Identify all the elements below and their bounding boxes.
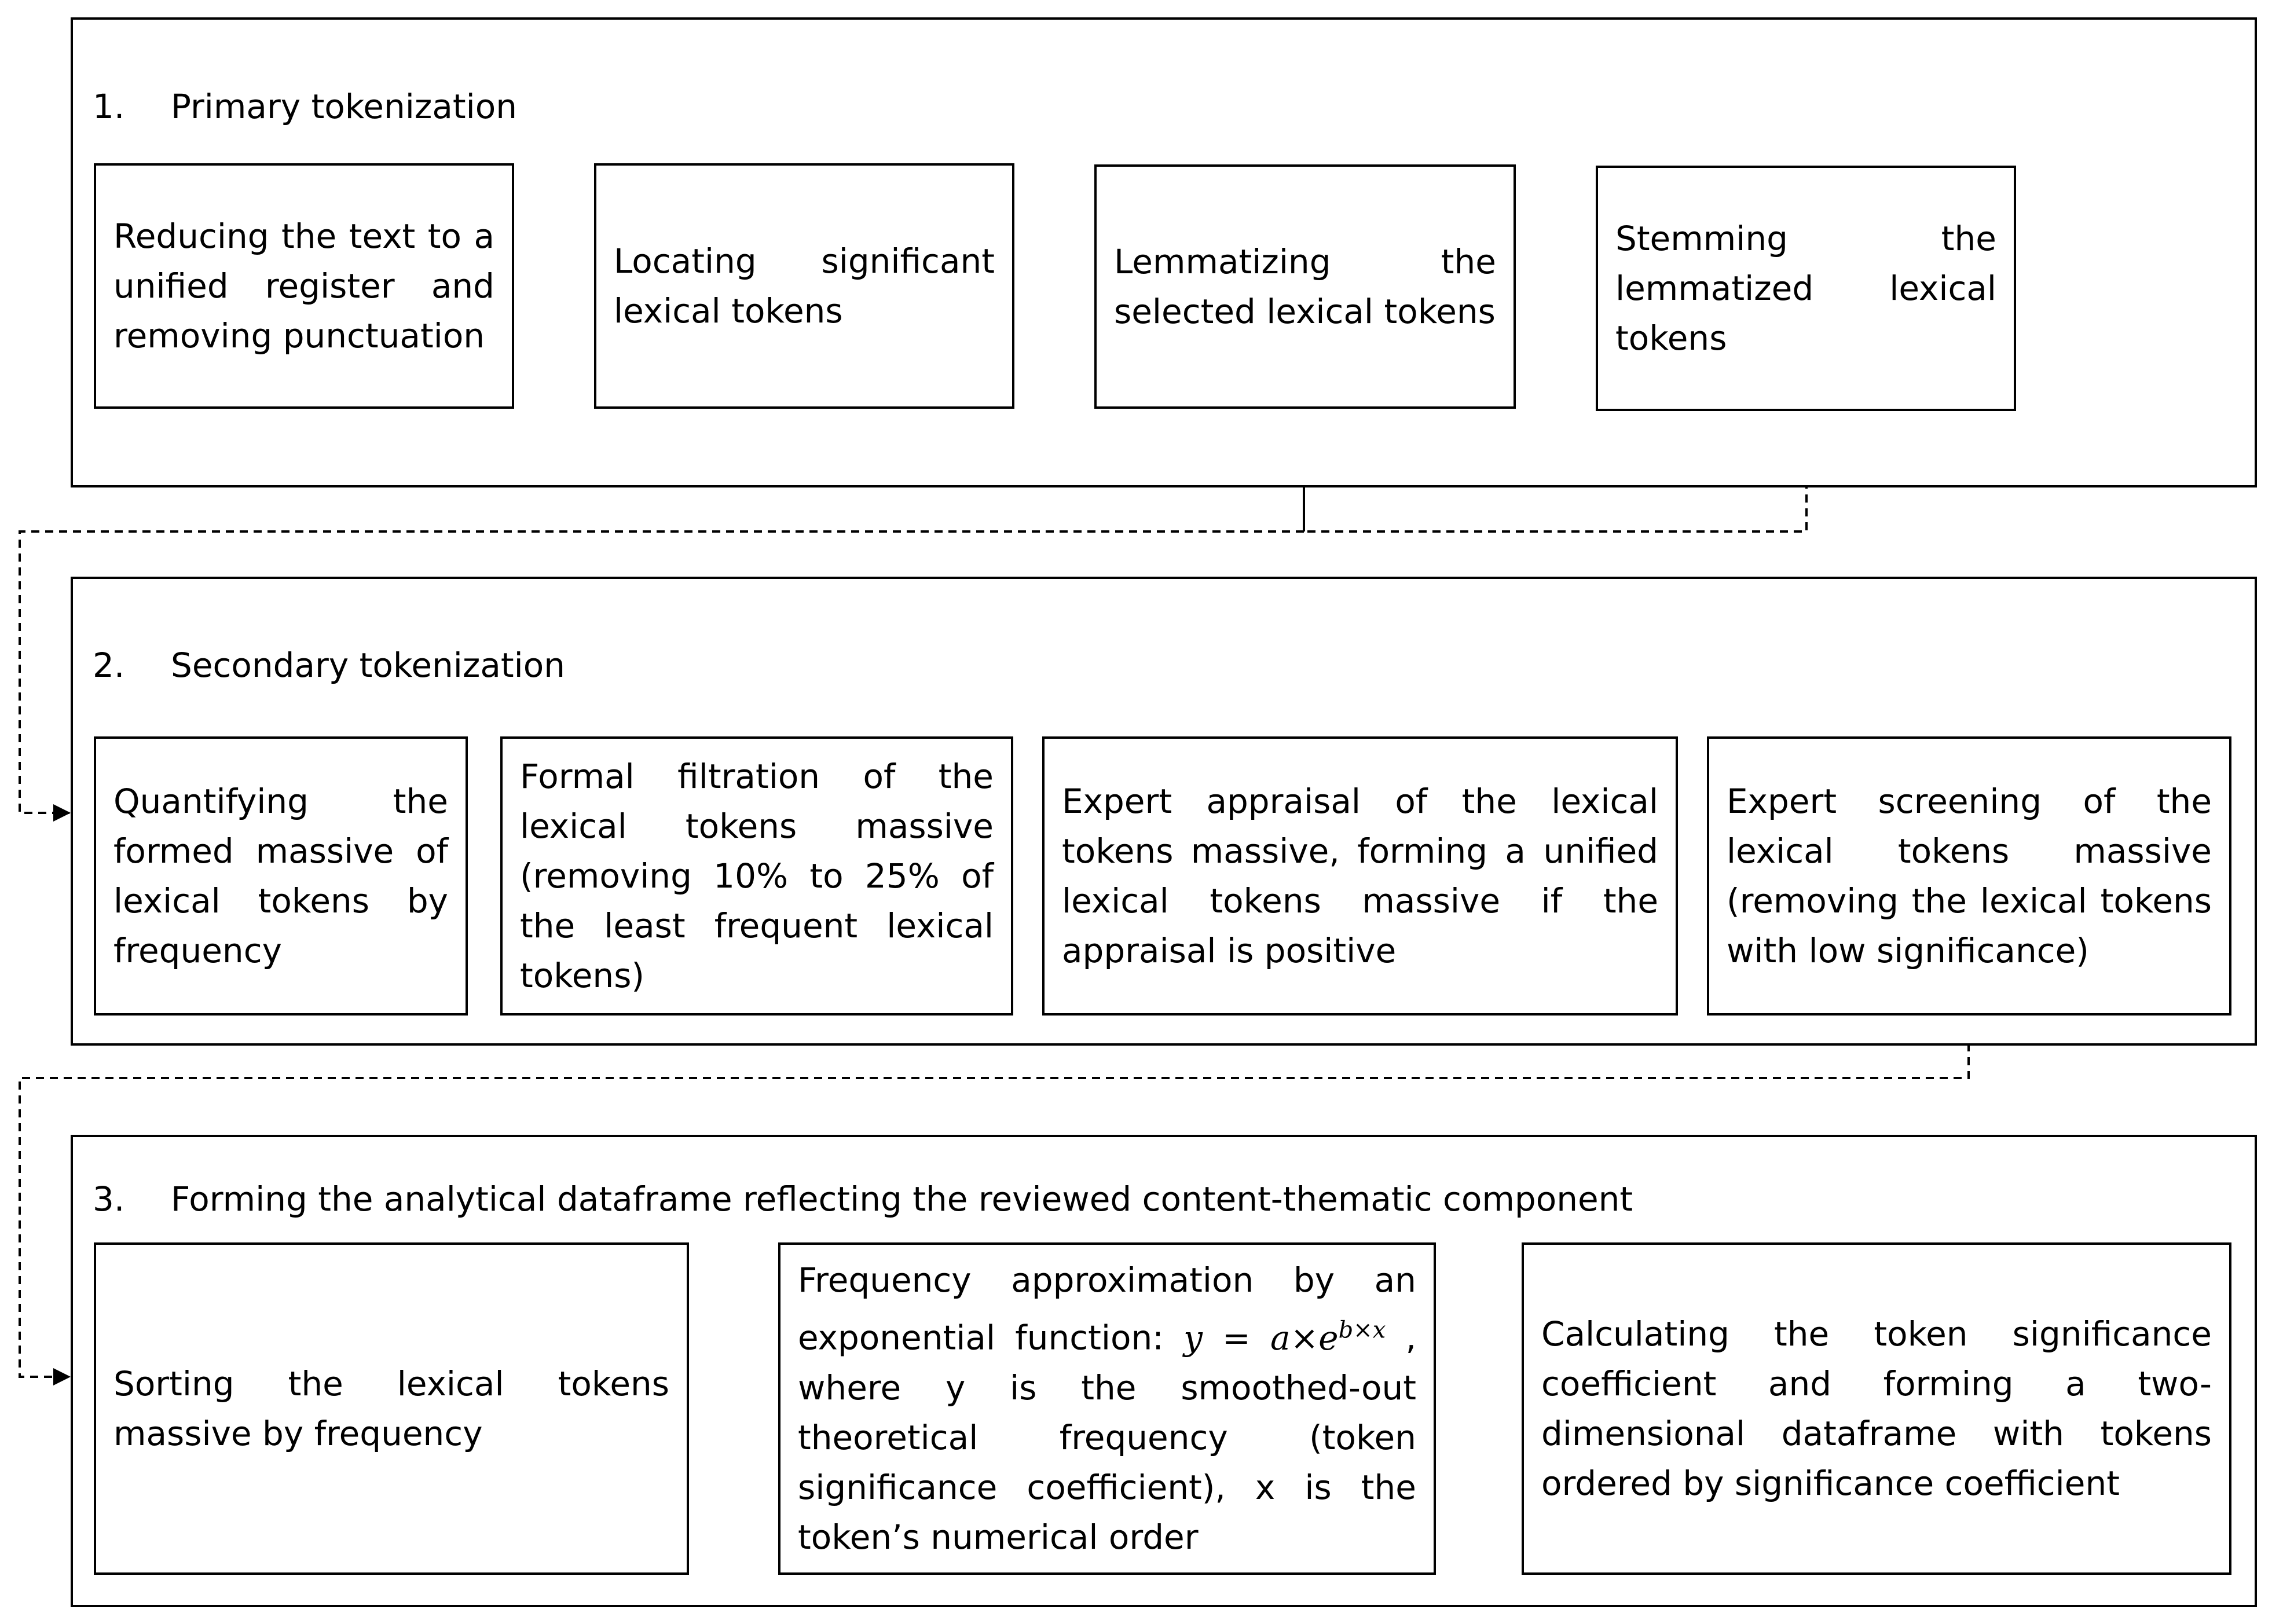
step-2-4-text: Expert screening of the lexical tokens m… xyxy=(1727,782,2212,970)
step-stemming: Stemming the lemmatized lexical tokens xyxy=(1596,166,2016,411)
equation-base: y = a×e xyxy=(1183,1318,1339,1358)
step-1-2-text: Locating significant lexical tokens xyxy=(614,241,995,331)
section-1-number: 1. xyxy=(93,87,125,126)
step-formal-filtration: Formal filtration of the lexical tokens … xyxy=(500,736,1013,1016)
section-1-title: 1. Primary tokenization xyxy=(93,90,517,123)
section-3-title-text: Forming the analytical dataframe reflect… xyxy=(171,1179,1633,1219)
step-2-3-text: Expert appraisal of the lexical tokens m… xyxy=(1062,782,1658,970)
exponential-equation: y = a×eb×x xyxy=(1183,1317,1386,1358)
step-reducing-text: Reducing the text to a unified register … xyxy=(94,163,514,409)
section-2-title-text: Secondary tokenization xyxy=(171,646,565,685)
step-1-3-text: Lemmatizing the selected lexical tokens xyxy=(1114,242,1496,331)
section-3-title: 3. Forming the analytical dataframe refle… xyxy=(93,1182,1633,1216)
step-1-4-text: Stemming the lemmatized lexical tokens xyxy=(1615,219,1996,358)
step-3-3-text: Calculating the token significance coeff… xyxy=(1541,1314,2212,1503)
connector-to-section-2 xyxy=(19,530,1304,822)
step-sorting: Sorting the lexical tokens massive by fr… xyxy=(94,1242,689,1575)
section-3-number: 3. xyxy=(93,1179,125,1219)
step-locating-tokens: Locating significant lexical tokens xyxy=(594,163,1014,409)
step-frequency-approximation: Frequency approximation by an exponentia… xyxy=(778,1242,1436,1575)
step-expert-appraisal: Expert appraisal of the lexical tokens m… xyxy=(1042,736,1678,1016)
step-expert-screening: Expert screening of the lexical tokens m… xyxy=(1707,736,2231,1016)
section-1-title-text: Primary tokenization xyxy=(171,87,517,126)
step-1-1-text: Reducing the text to a unified register … xyxy=(113,217,494,355)
section-2-title: 2. Secondary tokenization xyxy=(93,648,565,682)
section-2-number: 2. xyxy=(93,646,125,685)
approximation-intro: Frequency approximation by an exponentia… xyxy=(798,1260,1416,1358)
equation-exponent: b×x xyxy=(1338,1317,1386,1344)
connector-to-section-3 xyxy=(19,1016,1970,1385)
step-3-2-text: Frequency approximation by an exponentia… xyxy=(798,1255,1416,1561)
step-2-2-text: Formal filtration of the lexical tokens … xyxy=(520,757,994,995)
step-2-1-text: Quantifying the formed massive of lexica… xyxy=(113,782,448,970)
step-quantifying: Quantifying the formed massive of lexica… xyxy=(94,736,468,1016)
step-3-1-text: Sorting the lexical tokens massive by fr… xyxy=(113,1364,669,1453)
step-calculating-coefficient: Calculating the token significance coeff… xyxy=(1522,1242,2231,1575)
approximation-description: , where y is the smoothed-out theoretica… xyxy=(798,1318,1417,1557)
step-lemmatizing: Lemmatizing the selected lexical tokens xyxy=(1094,164,1516,409)
